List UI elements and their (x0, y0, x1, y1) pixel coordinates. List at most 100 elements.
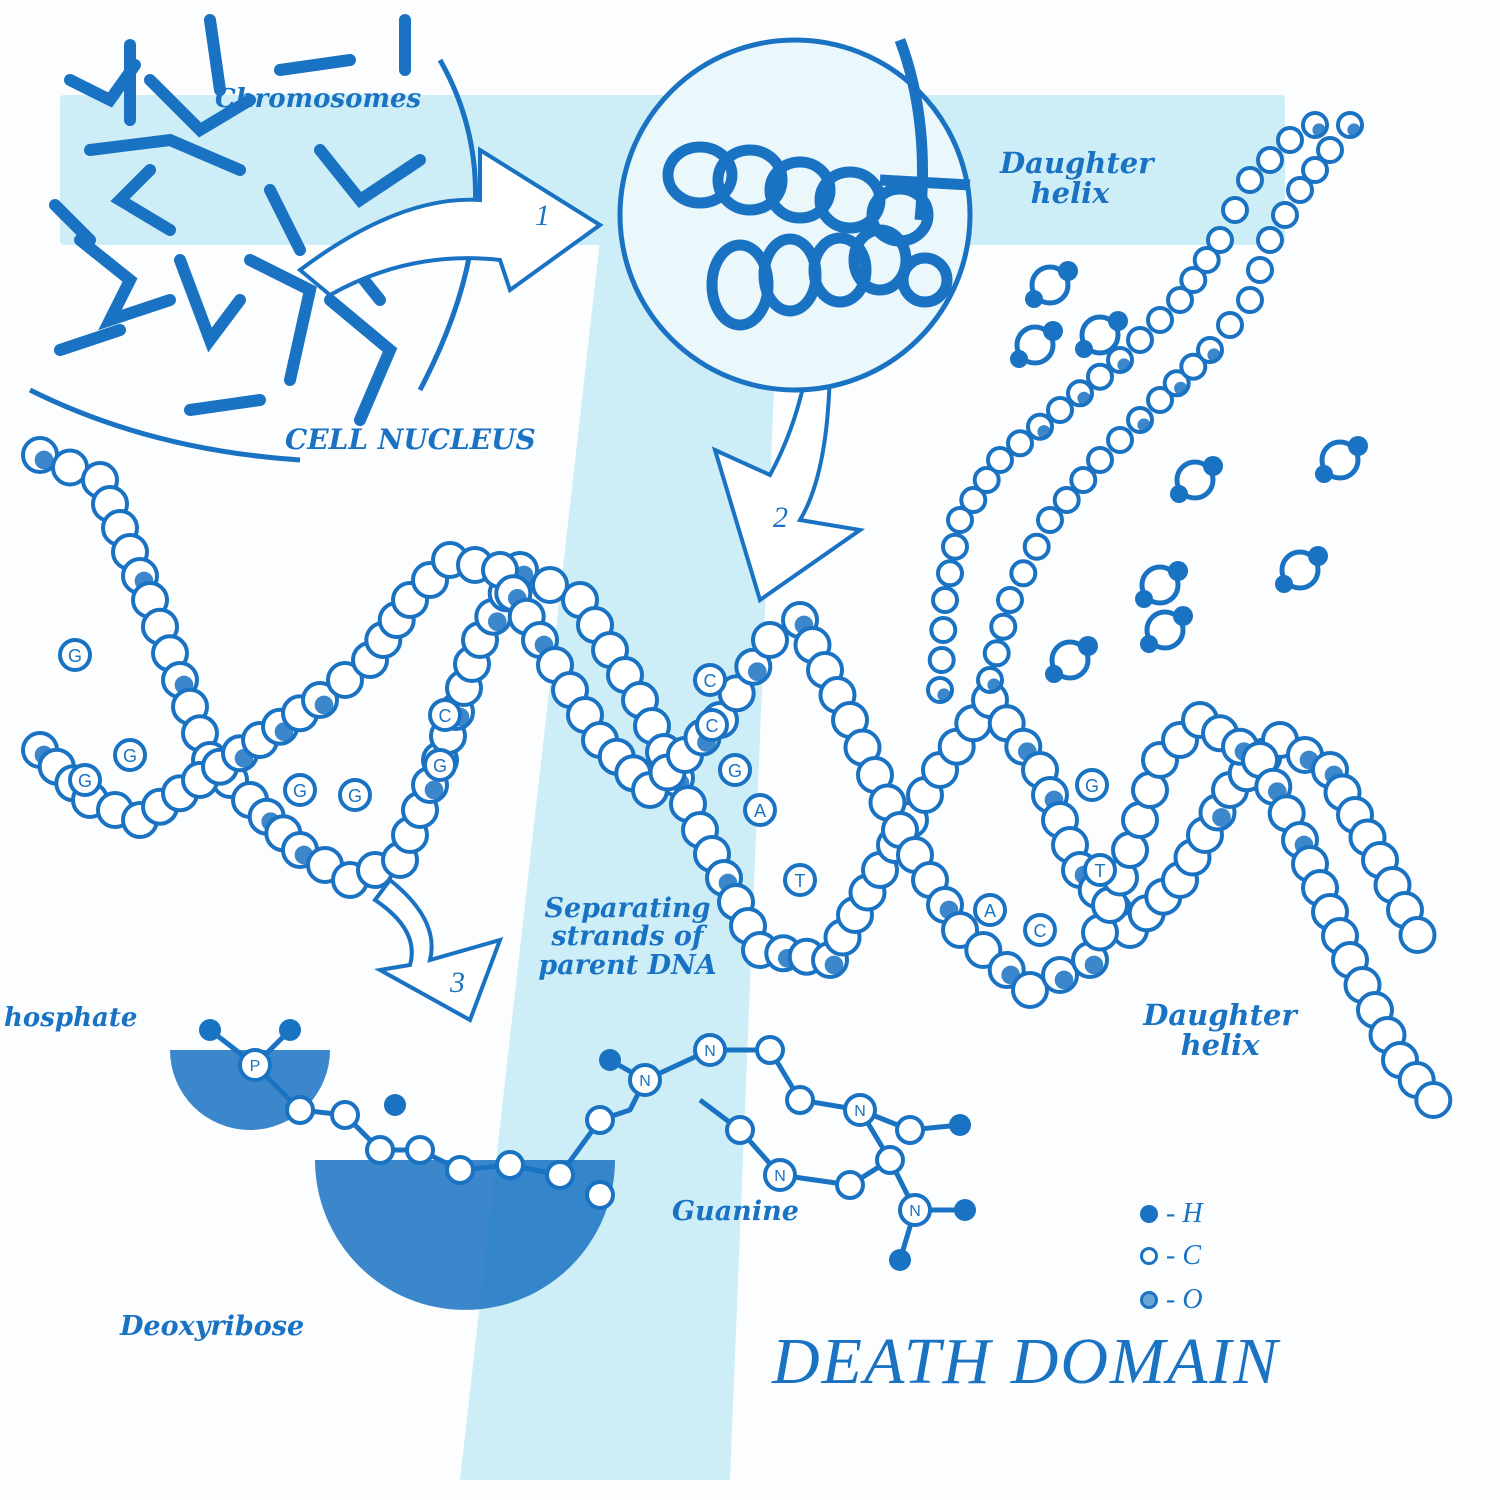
sugar-phosphate-bead (1256, 146, 1284, 174)
base-circle: T (783, 863, 817, 897)
floating-molecules (1010, 261, 1368, 683)
base-letter: G (78, 771, 92, 791)
sugar-phosphate-bead (1069, 466, 1098, 494)
base-letter: A (984, 901, 996, 921)
base-circle: T (1083, 853, 1117, 887)
arrow-2 (711, 347, 866, 604)
bead-shadow (824, 955, 844, 975)
bead-shadow (1347, 123, 1361, 137)
base-letter: C (704, 671, 717, 691)
magnified-helix-view (617, 37, 973, 393)
free-nucleotide (1045, 636, 1098, 683)
atom-letter: P (250, 1058, 261, 1075)
album-title: DEATH DOMAIN (772, 1325, 1280, 1398)
bead-shadow (487, 612, 507, 632)
atom-letter: N (639, 1073, 651, 1090)
sugar-phosphate-bead (929, 616, 958, 644)
base-letter: T (1095, 861, 1106, 881)
sugar-phosphate-bead (1086, 446, 1114, 474)
free-nucleotide (1010, 321, 1063, 368)
arrow-1 (296, 146, 604, 298)
sugar-phosphate-bead (1052, 486, 1081, 514)
sugar-phosphate-bead (1146, 386, 1174, 414)
base-letter: C (706, 716, 719, 736)
atom (949, 1114, 971, 1136)
sugar-phosphate-bead (972, 466, 1001, 494)
bead-shadow (1054, 970, 1074, 990)
atom (405, 1135, 435, 1165)
sugar-phosphate-bead (1146, 306, 1174, 334)
bead-shadow (34, 450, 54, 470)
sugar-phosphate-bead (996, 586, 1024, 614)
atom (285, 1095, 315, 1125)
atom (725, 1115, 755, 1145)
oxygen-circle-icon (1140, 1291, 1158, 1309)
bead-shadow (747, 662, 767, 682)
atom: N (898, 1193, 932, 1227)
sugar-phosphate-bead (1271, 201, 1299, 229)
chromosomes-drawing (49, 14, 426, 426)
base-letter: G (433, 756, 447, 776)
bead-shadow (1084, 955, 1104, 975)
base-circle: G (338, 778, 372, 812)
bead-shadow (1212, 808, 1231, 827)
base-letter: A (754, 801, 766, 821)
sugar-phosphate-bead (1179, 266, 1208, 294)
atom: N (693, 1033, 727, 1067)
sugar-phosphate-bead (1398, 916, 1437, 954)
atom (785, 1085, 815, 1115)
legend-row-hydrogen: - H (1140, 1198, 1203, 1230)
atom-letter: N (704, 1043, 716, 1060)
sugar-phosphate-bead (931, 586, 959, 614)
bead-shadow (1077, 391, 1091, 405)
bead-shadow (1174, 381, 1188, 395)
bead-shadow (937, 688, 951, 702)
sugar-phosphate-bead (1286, 176, 1314, 204)
base-letter: G (68, 646, 82, 666)
bead-shadow (1207, 348, 1221, 362)
atom-letter: N (774, 1168, 786, 1185)
atom (365, 1135, 395, 1165)
dna-double-helix (21, 111, 1453, 1119)
atom (199, 1019, 221, 1041)
legend-row-carbon: - C (1140, 1240, 1201, 1272)
base-circle: A (973, 893, 1007, 927)
base-circle: G (1075, 768, 1109, 802)
sugar-phosphate-bead (1221, 196, 1249, 224)
label-deoxyribose: Deoxyribose (120, 1311, 305, 1342)
atom (889, 1249, 911, 1271)
sugar-phosphate-bead (1036, 506, 1064, 534)
legend-label-oxygen: O (1182, 1284, 1203, 1315)
atom: N (628, 1063, 662, 1097)
step-number-3: 3 (450, 966, 465, 999)
bead-shadow (1137, 418, 1151, 432)
step-arrows (296, 146, 866, 1023)
sugar-phosphate-bead (1236, 286, 1264, 314)
bead-shadow (1312, 123, 1326, 137)
label-cell-nucleus: CELL NUCLEUS (285, 423, 536, 456)
base-circle: G (423, 748, 457, 782)
base-circle: G (113, 738, 147, 772)
base-circle: A (743, 793, 777, 827)
atom (895, 1115, 925, 1145)
sugar-phosphate-bead (1106, 426, 1134, 454)
bead-shadow (987, 678, 1001, 692)
free-nucleotide (1075, 311, 1128, 358)
legend-row-oxygen: - O (1140, 1284, 1203, 1316)
free-nucleotide (1170, 456, 1223, 503)
bead-shadow (424, 780, 444, 800)
sugar-phosphate-bead (941, 532, 969, 561)
sugar-phosphate-bead (946, 506, 974, 534)
atom (279, 1019, 301, 1041)
label-daughter-helix-bottom: Daughter helix (1143, 998, 1297, 1063)
label-chromosomes: Chromosomes (215, 84, 422, 114)
sugar-phosphate-bead (1086, 362, 1114, 391)
base-circle: C (428, 698, 462, 732)
atom (755, 1035, 785, 1065)
atom (875, 1145, 905, 1175)
base-circle: G (68, 763, 102, 797)
sugar-phosphate-bead (1179, 352, 1208, 381)
sugar-phosphate-bead (989, 612, 1018, 641)
